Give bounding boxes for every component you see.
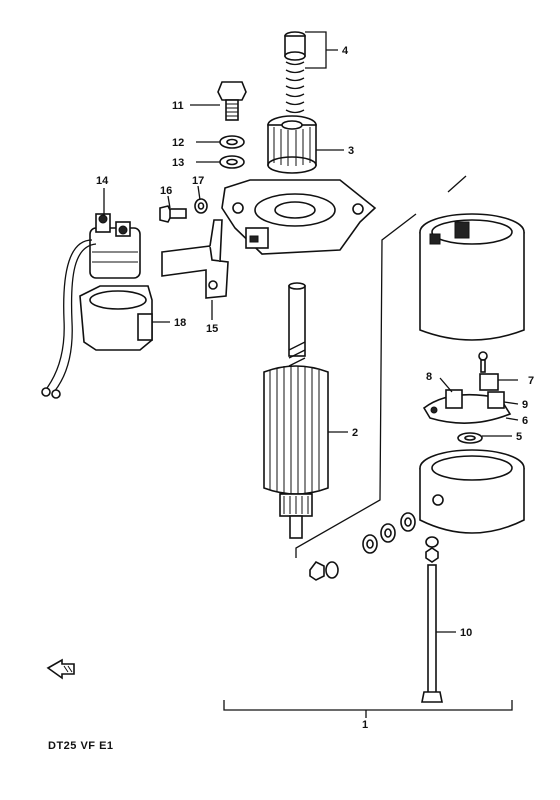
part-3-pinion-gear [267, 115, 317, 174]
part-2-armature [263, 282, 329, 539]
callout-15: 15 [206, 323, 218, 335]
callout-9: 9 [522, 399, 528, 411]
front-bracket-housing [221, 179, 377, 255]
callout-6: 6 [522, 415, 528, 427]
callout-12: 12 [172, 137, 184, 149]
part-5-washer [457, 432, 483, 444]
callout-10: 10 [460, 627, 472, 639]
part-11-bolt [217, 81, 247, 121]
part-4-spring [284, 31, 306, 114]
callout-5: 5 [516, 431, 522, 443]
part-14-solenoid [41, 213, 141, 399]
part-12-washer [219, 135, 245, 149]
callout-14: 14 [96, 175, 109, 187]
part-13-washer [219, 155, 245, 169]
leader-lines [103, 31, 519, 633]
callout-16: 16 [160, 185, 172, 197]
front-arrow-icon [46, 658, 75, 680]
part-17-washer [194, 198, 208, 214]
callout-13: 13 [172, 157, 184, 169]
callout-18: 18 [174, 317, 186, 329]
callout-8: 8 [426, 371, 432, 383]
rear-end-cover [419, 449, 525, 534]
part-6-brush-holder [422, 351, 512, 424]
part-15-bracket [161, 219, 229, 299]
diagram-code-caption: DT25 VF E1 [48, 740, 114, 752]
callout-3: 3 [348, 145, 354, 157]
washer-stack [309, 512, 439, 581]
callout-1: 1 [362, 719, 368, 731]
callout-2: 2 [352, 427, 358, 439]
callout-labels: 1 2 3 4 5 6 7 8 9 10 11 12 13 14 15 16 1… [96, 45, 534, 731]
callout-11: 11 [172, 100, 184, 112]
callout-17: 17 [192, 175, 204, 187]
part-18-boot [79, 285, 153, 351]
assembly-lines [223, 175, 513, 718]
yoke-frame [419, 213, 525, 341]
callout-4: 4 [342, 45, 349, 57]
callout-7: 7 [528, 375, 534, 387]
part-16-bolt [159, 205, 187, 223]
part-10-through-bolt [421, 564, 443, 703]
